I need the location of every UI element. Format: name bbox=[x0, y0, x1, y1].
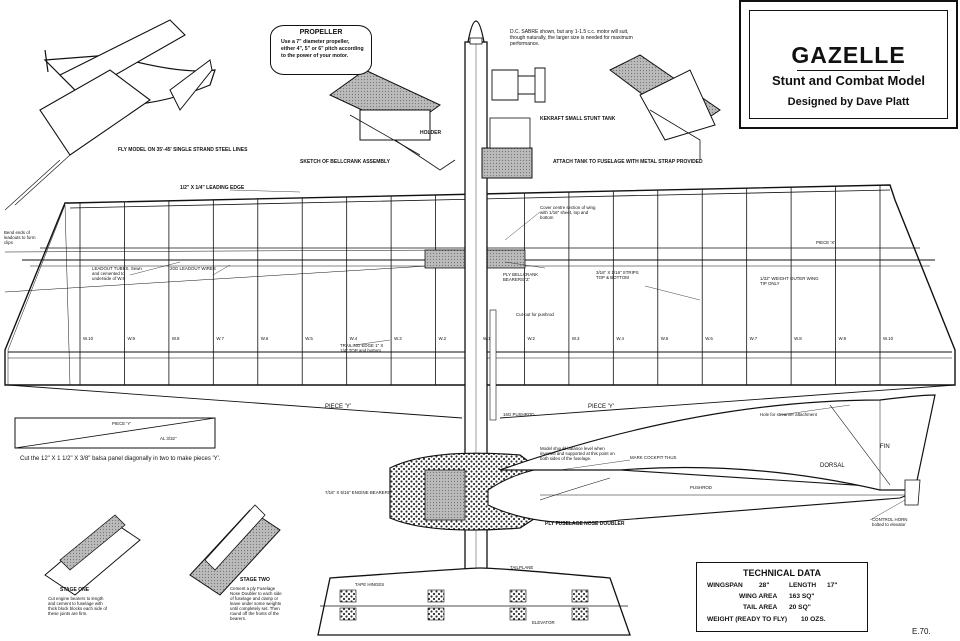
rib-label: W.4 bbox=[349, 336, 358, 341]
engine-note: D.C. SABRE shown, but any 1-1.5 c.c. mot… bbox=[510, 29, 633, 47]
weight-outer-label: 1/32" WEIGHT OUTER WING TIP ONLY bbox=[760, 276, 819, 287]
rib-label: W.2 bbox=[527, 336, 536, 341]
weight-label: WEIGHT (READY TO FLY) bbox=[707, 616, 788, 623]
cover-centre-label: Cover centre section of wing with 1/16" … bbox=[540, 205, 596, 221]
rib-label: W.2 bbox=[438, 336, 447, 341]
tail-area-value: 20 SQ" bbox=[789, 604, 811, 611]
engine-bearers-label: 7/16" X 5/16" ENGINE BEARERS bbox=[325, 490, 391, 495]
wingspan-value: 28" bbox=[759, 582, 770, 589]
technical-data-heading: TECHNICAL DATA bbox=[743, 568, 821, 578]
piece-x-label: PIECE 'X' bbox=[816, 240, 836, 245]
balsa-panel bbox=[14, 417, 216, 449]
rib-label: W.8 bbox=[794, 336, 802, 341]
fin-label: FIN bbox=[880, 444, 890, 450]
piece-y-right: PIECE 'Y' bbox=[588, 404, 614, 410]
pushrod-label: PUSHROD bbox=[690, 485, 712, 490]
attach-tank-label: ATTACH TANK TO FUSELAGE WITH METAL STRAP… bbox=[553, 159, 703, 165]
tank-label: KEKRAFT SMALL STUNT TANK bbox=[540, 116, 616, 122]
holder-label: HOLDER bbox=[420, 130, 442, 136]
tank-sketch bbox=[609, 54, 721, 160]
rib-label: W.3 bbox=[571, 336, 580, 341]
rib-label: W.6 bbox=[705, 336, 713, 341]
nose-doubler-label: PLY FUSELAGE NOSE DOUBLER bbox=[545, 521, 625, 527]
balsa-dimension: AL 3/32" bbox=[160, 436, 177, 441]
tailplane bbox=[317, 567, 631, 636]
stage-two-sketch bbox=[189, 504, 281, 596]
bellcrank-sketch bbox=[329, 69, 456, 171]
cutout-pushrod-label: Cut-out for pushrod bbox=[516, 312, 554, 317]
strips-label: 3/16" X 1/16" STRIPS TOP & BOTTOM bbox=[596, 270, 639, 281]
bend-ends-label: Bend ends of leadouts to form clips bbox=[4, 230, 36, 246]
leadout-wires-label: 20G LEADOUT WIRES bbox=[170, 266, 216, 271]
model-perspective bbox=[4, 19, 216, 211]
weight-value: 10 OZS. bbox=[801, 616, 826, 623]
tail-area-label: TAIL AREA bbox=[743, 604, 778, 611]
trailing-edge-label: TRAILING EDGE 1" X 1/4" TOP and bottom bbox=[340, 343, 384, 354]
fin-dorsal bbox=[499, 394, 936, 506]
fuselage-doubler bbox=[389, 452, 917, 531]
stage-one-text: Cut engine bearers to length and cement … bbox=[48, 596, 108, 617]
dorsal-label: DORSAL bbox=[820, 463, 845, 469]
pushrod-16g-label: 16G PUSHROD bbox=[503, 412, 535, 417]
rib-label: W.1 bbox=[483, 336, 491, 341]
leadout-tubes-label: LEADOUT TUBES. Sewn and cemented to unde… bbox=[92, 266, 142, 282]
rib-label: W.5 bbox=[305, 336, 313, 341]
bellcrank-sketch-label: SKETCH OF BELLCRANK ASSEMBLY bbox=[300, 159, 390, 165]
leading-edge-label: 1/2" X 1/4" LEADING EDGE bbox=[180, 185, 245, 191]
stage-one-title: STAGE ONE bbox=[60, 587, 90, 593]
length-label: LENGTH bbox=[789, 582, 817, 589]
tape-hinges-label: TAPE HINGES bbox=[355, 582, 385, 587]
wing-area-value: 163 SQ" bbox=[789, 593, 815, 600]
mark-cockpit-label: MARK COCKPIT THUS bbox=[630, 455, 677, 460]
model-subtitle: Stunt and Combat Model bbox=[771, 73, 926, 88]
rib-label: W.9 bbox=[127, 336, 136, 341]
wing-ribs bbox=[79, 185, 881, 385]
tailplane-label: TAILPLANE bbox=[510, 565, 534, 570]
control-horn-label: CONTROL HORN bolted to elevator bbox=[872, 517, 908, 528]
rib-label: W.10 bbox=[83, 336, 94, 341]
model-balance-label: Model should balance level when inverted… bbox=[540, 446, 615, 462]
propeller-text: Use a 7" diameter propeller, either 4", … bbox=[281, 39, 364, 59]
wing-area-label: WING AREA bbox=[739, 593, 778, 600]
rib-label: W.8 bbox=[171, 336, 180, 341]
technical-data-box: TECHNICAL DATA WINGSPAN 28" LENGTH 17" W… bbox=[696, 562, 868, 632]
length-value: 17" bbox=[827, 582, 838, 589]
piece-y-left: PIECE 'Y' bbox=[325, 404, 351, 410]
rib-label: W.9 bbox=[838, 336, 847, 341]
rib-label: W.7 bbox=[749, 336, 758, 341]
cut-panel-note: Cut the 12" X 1 1/2" X 3/8" balsa panel … bbox=[20, 456, 221, 462]
model-name: GAZELLE bbox=[741, 42, 956, 71]
rib-label: W.6 bbox=[260, 336, 269, 341]
signature: E.70. bbox=[912, 627, 931, 636]
stage-two-title: STAGE TWO bbox=[240, 577, 270, 583]
rib-label: W.4 bbox=[616, 336, 624, 341]
rib-label: W.5 bbox=[660, 336, 669, 341]
rib-label: W.3 bbox=[394, 336, 402, 341]
designer-credit: Designed by Dave Platt bbox=[787, 96, 910, 108]
propeller-heading: PROPELLER bbox=[299, 29, 343, 36]
rib-label: W.10 bbox=[883, 336, 894, 341]
title-block: GAZELLE Stunt and Combat Model Designed … bbox=[739, 0, 958, 129]
title-block-frame bbox=[749, 10, 948, 119]
elevator-label: ELEVATOR bbox=[532, 620, 555, 625]
stage-one-sketch bbox=[44, 514, 141, 596]
fly-model-note: FLY MODEL ON 35'-45' SINGLE STRAND STEEL… bbox=[118, 147, 248, 153]
wingspan-label: WINGSPAN bbox=[707, 582, 743, 589]
rib-label: W.7 bbox=[216, 336, 224, 341]
ply-bearers-label: PLY BELLCRANK BEARERS 'Z' bbox=[503, 272, 539, 283]
propeller-note: PROPELLER Use a 7" diameter propeller, e… bbox=[270, 25, 372, 75]
stage-two-text: Cement a ply Fuselage Nose Doubler to ea… bbox=[230, 586, 282, 622]
hole-streamer-label: Hole for streamer attachment bbox=[760, 412, 817, 417]
piece-y-small-label: PIECE 'Y' bbox=[112, 421, 132, 426]
